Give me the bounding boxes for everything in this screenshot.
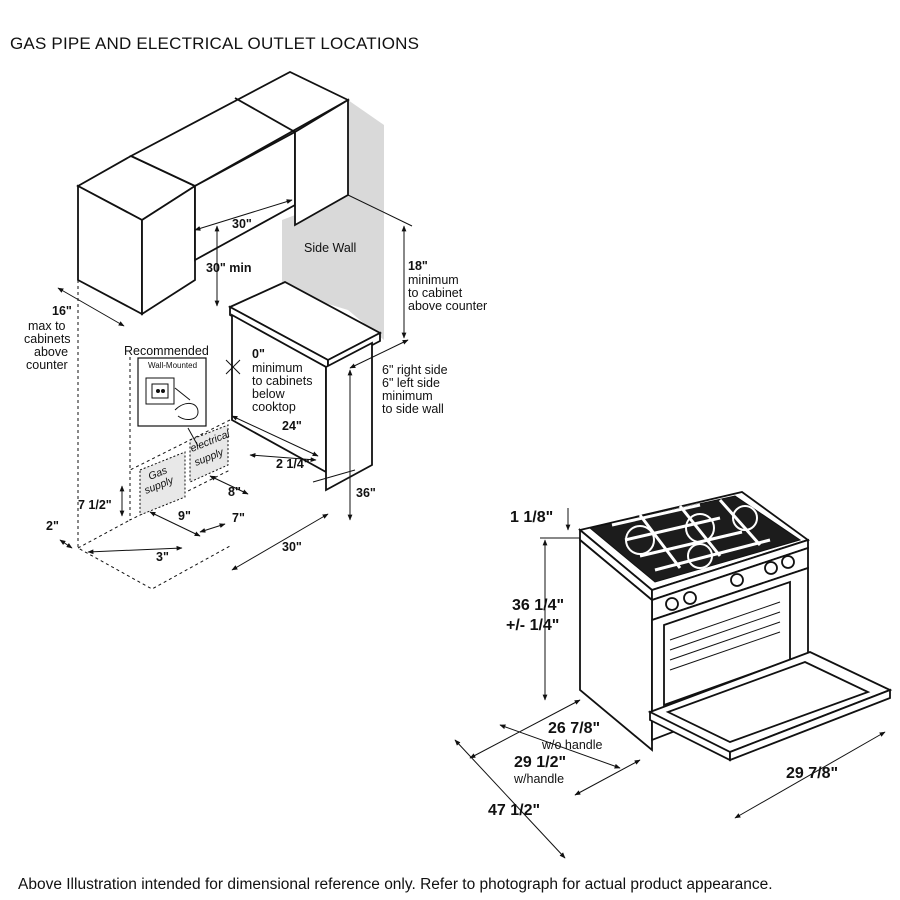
dim-6-line-1: 6" right side xyxy=(382,363,448,377)
dim-7: 7" xyxy=(232,511,245,525)
dim-30-min: 30" min xyxy=(206,261,252,275)
dim-8: 8" xyxy=(228,485,241,499)
footer-disclaimer: Above Illustration intended for dimensio… xyxy=(18,876,773,893)
dim-6-line-3: minimum xyxy=(382,389,433,403)
dim-0: 0" xyxy=(252,347,265,361)
dim-6-line-4: to side wall xyxy=(382,402,444,416)
dim-7-1-2: 7 1/2" xyxy=(78,498,112,512)
page-title: GAS PIPE AND ELECTRICAL OUTLET LOCATIONS xyxy=(10,34,420,53)
wall-mounted-label: Wall-Mounted xyxy=(148,361,197,370)
dim-16-note-4: counter xyxy=(26,358,68,372)
dim-16-note-1: max to xyxy=(28,319,66,333)
range-diagram: 1 1/8" 36 1/4" +/- 1/4" 26 7/8" w/o hand… xyxy=(454,491,893,859)
dim-36: 36" xyxy=(356,486,376,500)
dim-0-note-1: minimum xyxy=(252,361,303,375)
dim-26-note: w/o handle xyxy=(541,738,603,752)
dim-2-1-4: 2 1/4" xyxy=(276,457,310,471)
cabinet-dimension-lines xyxy=(57,194,413,571)
recommended-label: Recommended xyxy=(124,344,209,358)
dim-16-note-3: above xyxy=(34,345,68,359)
dim-1-1-8: 1 1/8" xyxy=(510,509,553,526)
dim-0-note-2: to cabinets xyxy=(252,374,312,388)
cabinet-diagram: Gas supply electrical supply Wall-Mounte… xyxy=(24,70,487,590)
dim-18-note-2: to cabinet xyxy=(408,286,463,300)
dim-6-line-2: 6" left side xyxy=(382,376,440,390)
dim-24: 24" xyxy=(282,419,302,433)
electrical-supply-zone: electrical supply xyxy=(189,424,232,483)
side-wall-label: Side Wall xyxy=(304,241,356,255)
dim-30-bottom: 30" xyxy=(282,540,302,554)
dim-18-note-3: above counter xyxy=(408,299,487,313)
dim-0-note-4: cooktop xyxy=(252,400,296,414)
dim-18: 18" xyxy=(408,259,428,273)
burner-grates xyxy=(588,495,802,583)
dim-16: 16" xyxy=(52,304,72,318)
dim-16-note-2: cabinets xyxy=(24,332,71,346)
dim-26-7-8: 26 7/8" xyxy=(548,720,600,737)
dim-9: 9" xyxy=(178,509,191,523)
control-knobs xyxy=(665,555,795,611)
dim-29-note: w/handle xyxy=(513,772,564,786)
oven-racks xyxy=(669,601,781,671)
dim-2: 2" xyxy=(46,519,59,533)
range-side xyxy=(579,538,653,752)
dim-height-tolerance: +/- 1/4" xyxy=(506,617,559,634)
dim-height: 36 1/4" xyxy=(512,597,564,614)
dim-3: 3" xyxy=(156,550,169,564)
wall-mounted-inset: Wall-Mounted xyxy=(137,357,207,447)
side-wall-shade xyxy=(348,100,384,340)
dim-29-7-8: 29 7/8" xyxy=(786,765,838,782)
dim-30-top: 30" xyxy=(232,217,252,231)
dim-0-note-3: below xyxy=(252,387,286,401)
gas-supply-zone: Gas supply xyxy=(139,451,186,516)
floor-outline xyxy=(77,280,231,590)
dim-18-note-1: minimum xyxy=(408,273,459,287)
dim-47-1-2: 47 1/2" xyxy=(488,802,540,819)
dim-29-1-2: 29 1/2" xyxy=(514,754,566,771)
